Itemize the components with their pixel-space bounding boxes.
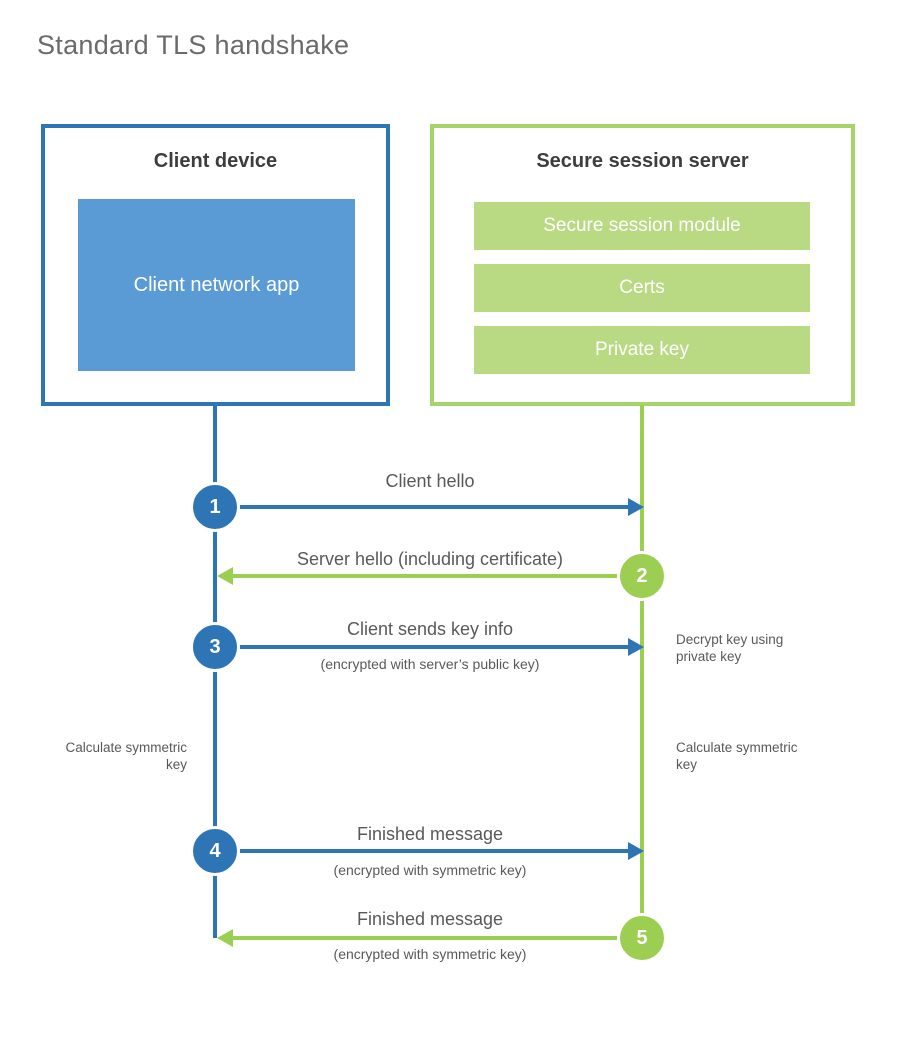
step-5-badge: 5 [617,913,667,963]
note-calc-symmetric-key-client: Calculate symmetric key [65,740,187,772]
step-5-label: Finished message [356,909,504,929]
server-module-certs: Certs [474,264,810,312]
arrow-right-icon [628,842,644,860]
step-3-label: Client sends key info [346,619,514,639]
step-4-label: Finished message [356,824,504,844]
note-decrypt-key: Decrypt key using private key [676,632,784,664]
step-2-badge: 2 [617,551,667,601]
step-1-arrow [216,505,628,509]
step-3-sublabel: (encrypted with server’s public key) [320,656,540,672]
step-3-arrow [216,645,628,649]
step-5-arrow [233,936,642,940]
step-5-sublabel: (encrypted with symmetric key) [333,946,527,962]
arrow-right-icon [628,638,644,656]
note-calc-symmetric-key-server: Calculate symmetric key [676,740,798,772]
step-4-sublabel: (encrypted with symmetric key) [333,862,527,878]
step-3-badge: 3 [190,622,240,672]
server-module-private-key: Private key [474,326,810,374]
client-network-app-label: Client network app [133,274,300,296]
arrow-left-icon [217,567,233,585]
step-4-arrow [216,849,628,853]
secure-session-server-title: Secure session server [536,150,749,172]
step-1-badge: 1 [190,482,240,532]
server-lifeline [640,405,644,942]
client-device-title: Client device [153,150,278,172]
client-network-app-box: Client network app [78,199,355,371]
arrow-right-icon [628,498,644,516]
arrow-left-icon [217,929,233,947]
step-1-label: Client hello [385,471,475,491]
step-2-label: Server hello (including certificate) [296,549,564,569]
step-2-arrow [233,574,642,578]
client-device-box: Client device Client network app [41,124,390,406]
step-4-badge: 4 [190,826,240,876]
secure-session-server-box: Secure session server Secure session mod… [430,124,855,406]
server-module-secure-session: Secure session module [474,202,810,250]
diagram-title: Standard TLS handshake [37,30,350,60]
